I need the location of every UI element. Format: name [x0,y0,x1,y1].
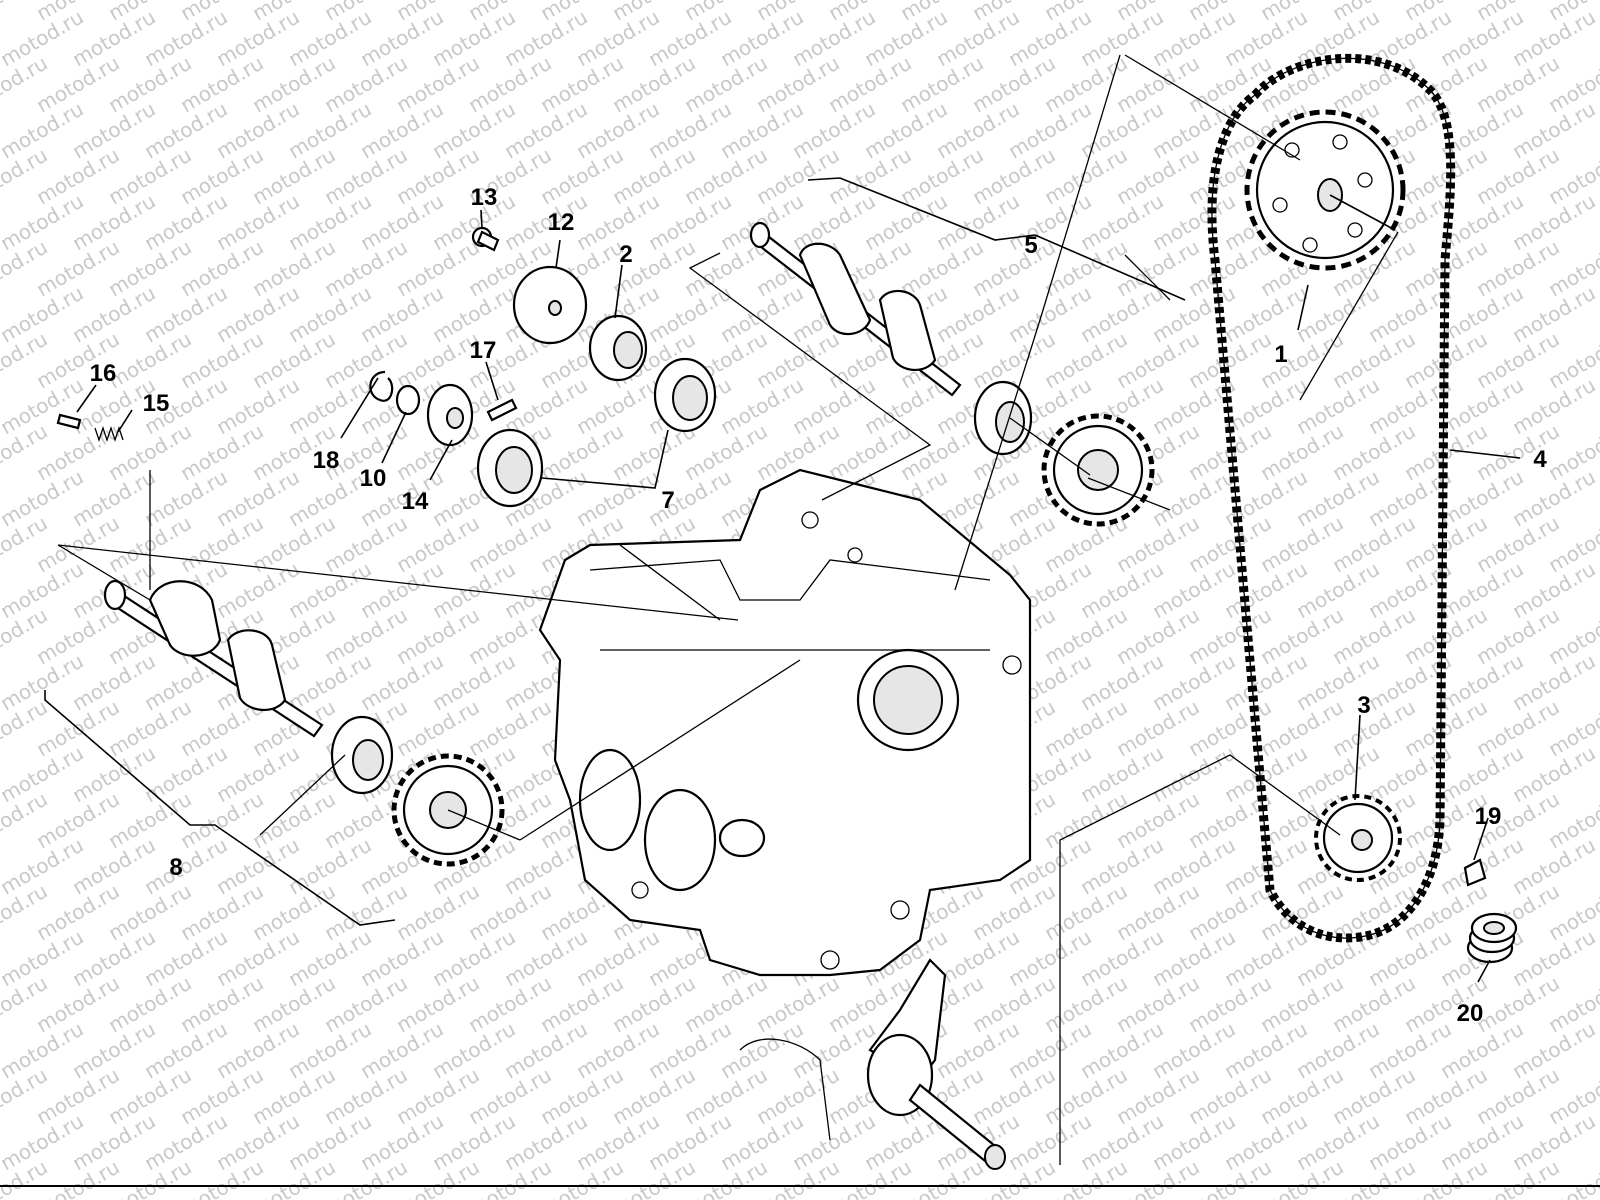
cylinder-head [538,468,1032,977]
callout-labels: 1 2 3 4 5 7 8 10 12 13 14 15 16 17 18 19… [90,184,1548,1027]
callout-16: 16 [90,360,117,387]
callout-5: 5 [1024,232,1037,259]
callout-17: 17 [470,337,497,364]
callout-12: 12 [548,209,575,236]
bearing-lower [476,428,544,508]
callout-20: 20 [1457,1000,1484,1027]
circlip-part [369,370,394,402]
callout-13: 13 [471,184,498,211]
bushing-part [588,314,648,382]
lower-camshaft [103,579,394,795]
pin-part [486,398,518,422]
shim-part [395,384,421,416]
callout-4: 4 [1533,446,1547,473]
callout-18: 18 [313,447,340,474]
dog-clutch-part [426,383,474,447]
callout-1: 1 [1274,341,1287,368]
bottom-rule [0,1185,1600,1187]
crankshaft [739,958,1006,1170]
bearing-upper [653,357,717,433]
upper-camshaft [749,221,1033,456]
callout-2: 2 [619,241,632,268]
upper-cam-sprocket [1244,109,1406,271]
washer-part [512,265,588,345]
callout-7: 7 [661,487,674,514]
callout-19: 19 [1475,803,1502,830]
leader-lines [44,54,1521,1165]
crank-sprocket [1314,794,1402,882]
callout-10: 10 [360,465,387,492]
bolt-part [471,226,500,252]
upper-cam-gear [1041,413,1155,527]
spring-part [1466,912,1518,964]
timing-chain [1207,53,1456,943]
callout-15: 15 [143,390,170,417]
callout-14: 14 [402,488,429,515]
callout-8: 8 [169,854,182,881]
key-part [1463,858,1487,887]
spring-pin-part [56,413,124,443]
callout-3: 3 [1357,692,1370,719]
